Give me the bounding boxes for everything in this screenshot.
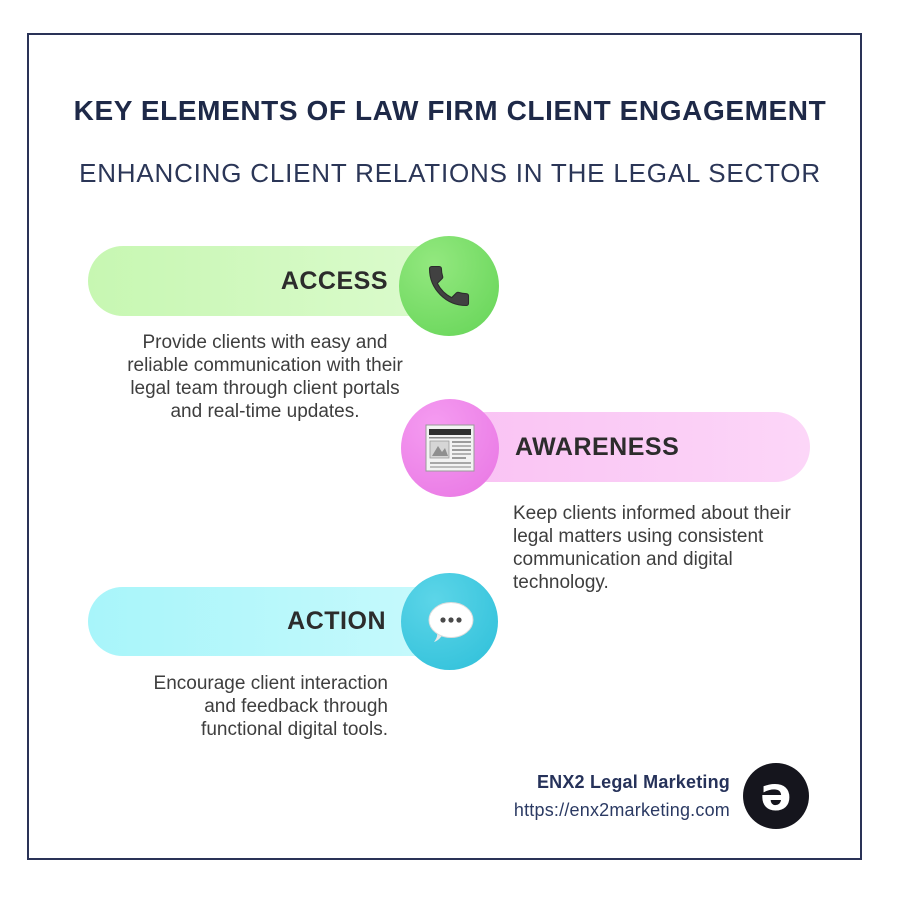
action-description: Encourage client interaction and feedbac… (153, 673, 388, 740)
page-title: KEY ELEMENTS OF LAW FIRM CLIENT ENGAGEME… (73, 95, 827, 126)
awareness-label: AWARENESS (515, 432, 680, 461)
phone-icon (423, 260, 475, 312)
access-icon-circle (399, 236, 499, 336)
page-subtitle: ENHANCING CLIENT RELATIONS IN THE LEGAL … (79, 158, 821, 188)
action-icon-circle (401, 573, 498, 670)
speech-bubble-icon (421, 593, 479, 651)
access-description: Provide clients with easy and reliable c… (127, 332, 403, 422)
enx2-logo-glyph: ə (760, 767, 792, 821)
action-pill (88, 587, 455, 656)
access-pill (88, 246, 455, 316)
page-border (27, 33, 862, 860)
awareness-icon-circle (401, 399, 499, 497)
awareness-description: Keep clients informed about their legal … (513, 503, 791, 593)
footer-url-link[interactable]: https://enx2marketing.com (513, 800, 730, 820)
newspaper-icon (423, 421, 477, 475)
access-label: ACCESS (280, 266, 388, 295)
enx2-logo: ə (743, 763, 809, 829)
footer-brand: ENX2 Legal Marketing (536, 772, 730, 792)
awareness-pill (452, 412, 810, 482)
action-label: ACTION (287, 607, 386, 635)
